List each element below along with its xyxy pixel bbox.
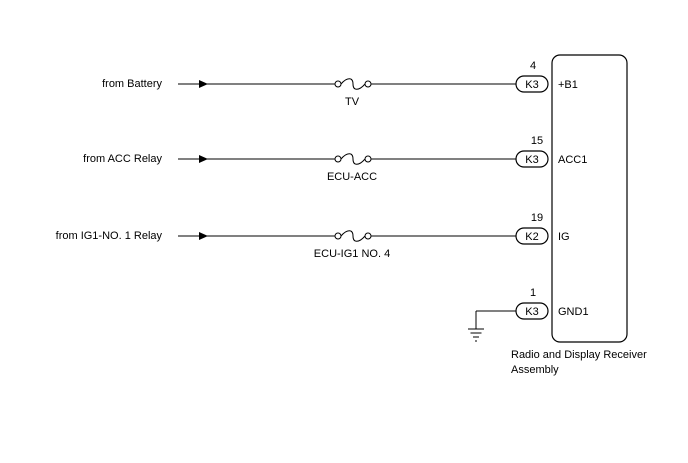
source-label: from Battery (102, 78, 162, 90)
fuse-icon (340, 78, 366, 90)
fuse-icon (340, 153, 366, 165)
source-label: from ACC Relay (83, 153, 162, 165)
fuse-terminal-icon (364, 155, 372, 163)
connector-label: K2 (525, 231, 538, 243)
pin-number: 4 (530, 60, 536, 72)
terminal-label: IG (558, 231, 570, 243)
component-label-line2: Assembly (511, 364, 559, 376)
fuse-icon (340, 230, 366, 242)
pin-number: 15 (531, 135, 543, 147)
connector-label: K3 (525, 79, 538, 91)
connector-shape (515, 75, 549, 93)
connector-label: K3 (525, 306, 538, 318)
terminal-label: +B1 (558, 79, 578, 91)
terminal-label: GND1 (558, 306, 589, 318)
component-label-line1: Radio and Display Receiver (511, 349, 647, 361)
terminal-label: ACC1 (558, 154, 587, 166)
arrow-icon (199, 155, 208, 163)
fuse-terminal-icon (364, 80, 372, 88)
fuse-label: ECU-ACC (327, 171, 377, 183)
arrow-icon (199, 80, 208, 88)
connector-shape (515, 227, 549, 245)
fuse-terminal-icon (334, 232, 342, 240)
fuse-label: TV (345, 96, 360, 108)
circuit-ground: 1 K3 GND1 (468, 287, 589, 342)
connector-shape (515, 150, 549, 168)
arrow-icon (199, 232, 208, 240)
pin-number: 19 (531, 212, 543, 224)
fuse-terminal-icon (334, 155, 342, 163)
circuit-ig1: from IG1-NO. 1 Relay ECU-IG1 NO. 4 19 K2… (56, 212, 570, 260)
fuse-terminal-icon (334, 80, 342, 88)
fuse-terminal-icon (364, 232, 372, 240)
connector-shape (515, 302, 549, 320)
source-label: from IG1-NO. 1 Relay (56, 230, 163, 242)
connector-label: K3 (525, 154, 538, 166)
pin-number: 1 (530, 287, 536, 299)
component-box (551, 54, 628, 343)
circuit-battery: from Battery TV 4 K3 +B1 (102, 60, 578, 108)
fuse-label: ECU-IG1 NO. 4 (314, 248, 390, 260)
circuit-acc: from ACC Relay ECU-ACC 15 K3 ACC1 (83, 135, 587, 183)
